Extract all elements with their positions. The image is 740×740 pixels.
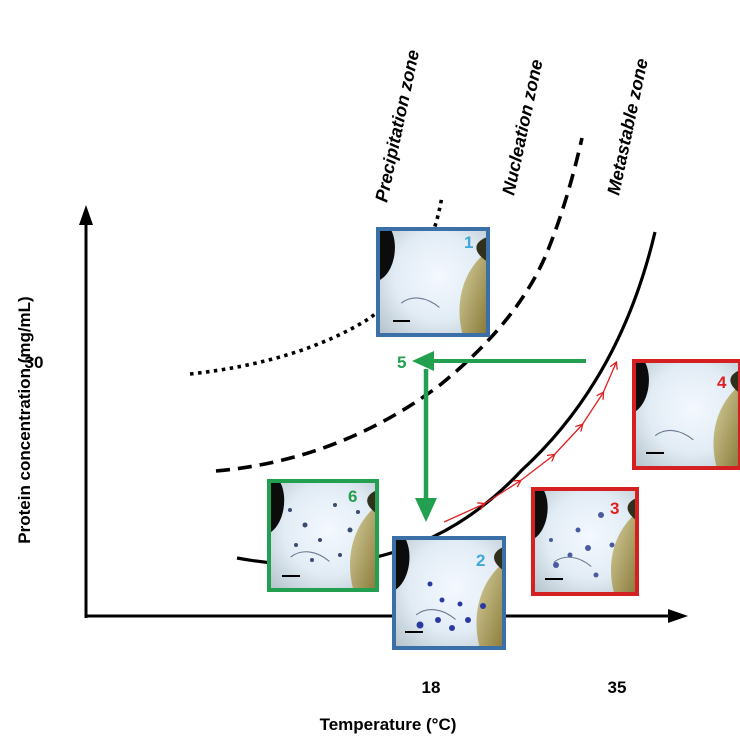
micrograph-2-number: 2 bbox=[476, 551, 485, 570]
crystal-dots bbox=[288, 503, 360, 562]
micrograph-4: 4 bbox=[632, 359, 740, 470]
x-tick-35: 35 bbox=[608, 678, 627, 697]
green-horizontal-arrowhead bbox=[412, 351, 434, 371]
y-axis-title: Protein concentration (mg/mL) bbox=[15, 296, 34, 543]
micrograph-3: 3 bbox=[531, 487, 639, 596]
path-point-5-label: 5 bbox=[397, 353, 406, 372]
y-tick-30: 30 bbox=[25, 353, 44, 372]
x-tick-18: 18 bbox=[422, 678, 441, 697]
metastable-zone-label: Metastable zone bbox=[603, 57, 651, 197]
micrograph-3-number: 3 bbox=[610, 499, 619, 518]
heating-path bbox=[443, 363, 616, 523]
micrograph-4-number: 4 bbox=[717, 373, 727, 392]
micrograph-2: 2 bbox=[392, 536, 506, 650]
nucleation-zone-label: Nucleation zone bbox=[498, 58, 546, 197]
green-vertical-arrowhead bbox=[415, 498, 437, 522]
precipitation-zone-label: Precipitation zone bbox=[371, 48, 423, 204]
micrograph-1: 1 bbox=[376, 227, 490, 337]
crystal-dots bbox=[549, 512, 615, 578]
micrograph-1-number: 1 bbox=[464, 233, 473, 252]
crystal-dots bbox=[416, 581, 486, 631]
micrograph-6-number: 6 bbox=[348, 487, 357, 506]
x-axis-title: Temperature (°C) bbox=[320, 715, 457, 734]
x-axis-arrowhead bbox=[668, 609, 688, 623]
micrograph-6: 6 bbox=[267, 479, 379, 592]
y-axis-arrowhead bbox=[79, 205, 93, 225]
